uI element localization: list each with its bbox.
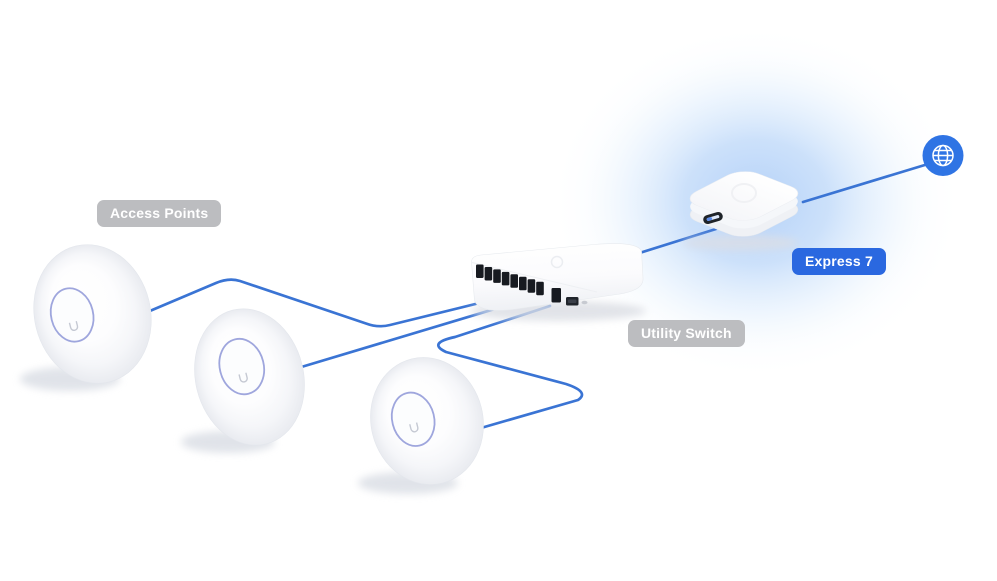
express-usbc-port xyxy=(703,211,723,225)
express-body-top xyxy=(689,171,799,221)
utility-switch-label[interactable]: Utility Switch xyxy=(628,320,745,347)
internet-globe-icon xyxy=(922,135,964,176)
express-7-label[interactable]: Express 7 xyxy=(792,248,886,275)
switch-reset-button xyxy=(581,300,588,305)
switch-sfp-port xyxy=(566,297,579,306)
switch-ethernet-ports xyxy=(476,264,561,303)
express-logo-icon xyxy=(731,183,757,203)
ap3-led-ring xyxy=(390,391,436,447)
ap1-led-ring xyxy=(49,287,95,343)
ubiquiti-logo-icon xyxy=(68,320,79,332)
access-point-2 xyxy=(181,308,305,453)
ap2-led-ring xyxy=(218,337,266,396)
cable-ap1-to-switch xyxy=(136,278,514,328)
express-7-device xyxy=(683,171,799,251)
switch-face-edge xyxy=(471,262,598,293)
ubiquiti-logo-icon xyxy=(238,372,248,383)
access-points-label[interactable]: Access Points xyxy=(97,200,222,227)
access-point-1 xyxy=(20,244,152,391)
ubiquiti-logo-icon xyxy=(409,422,419,433)
express-shadow xyxy=(683,235,799,251)
switch-body xyxy=(471,243,644,311)
cable-express-to-internet xyxy=(801,159,940,204)
utility-switch-device xyxy=(470,243,646,321)
switch-logo-icon xyxy=(550,255,564,269)
access-point-3 xyxy=(358,357,484,494)
cable-ap3-to-switch xyxy=(437,304,584,432)
network-cables xyxy=(136,159,940,432)
